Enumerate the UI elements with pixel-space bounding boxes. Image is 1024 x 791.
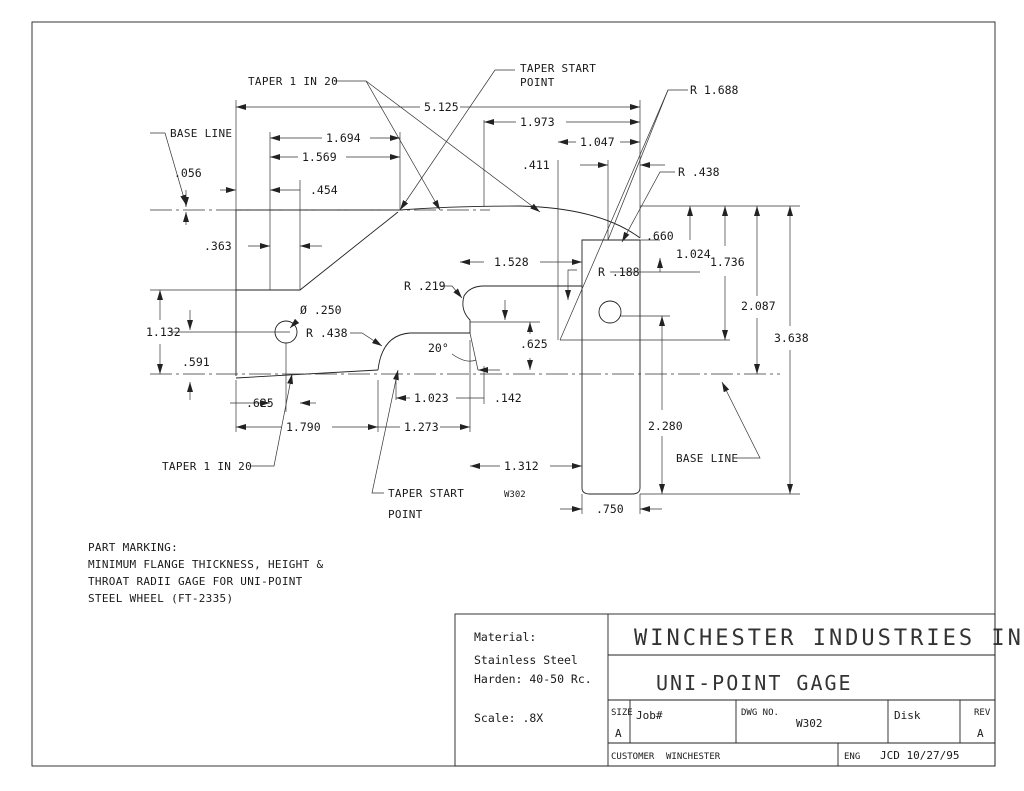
part-marking-line3: STEEL WHEEL (FT-2335) — [88, 592, 233, 605]
angle-20: 20° — [428, 341, 449, 355]
dim-363: .363 — [204, 239, 232, 253]
diameter-250: Ø .250 — [300, 303, 342, 317]
dim-1023: 1.023 — [414, 391, 449, 405]
size-value: A — [615, 727, 622, 740]
dim-411: .411 — [522, 158, 550, 172]
dwg-label: DWG NO. — [741, 708, 779, 718]
dim-056: .056 — [174, 166, 202, 180]
material-label: Material: — [474, 630, 536, 644]
customer-label: CUSTOMER — [611, 752, 655, 762]
dim-625-throat: .625 — [520, 337, 548, 351]
dimension-labels: 5.125 1.973 1.694 1.569 1.047 .411 .056 … — [146, 83, 809, 516]
dim-2280: 2.280 — [648, 419, 683, 433]
dim-625-left: .625 — [246, 396, 274, 410]
dim-1047: 1.047 — [580, 135, 615, 149]
size-label: SIZE — [611, 708, 633, 718]
dim-1790: 1.790 — [286, 420, 321, 434]
taper-start-top-line1: TAPER START — [520, 62, 596, 75]
dim-454: .454 — [310, 183, 338, 197]
dim-5125: 5.125 — [424, 100, 459, 114]
rev-value: A — [977, 727, 984, 740]
part-marking-line1: MINIMUM FLANGE THICKNESS, HEIGHT & — [88, 558, 323, 571]
customer-value: WINCHESTER — [666, 752, 721, 762]
part-outline — [235, 205, 641, 495]
taper-callout-top: TAPER 1 IN 20 — [248, 75, 338, 88]
dim-1736: 1.736 — [710, 255, 745, 269]
radius-438-left: R .438 — [306, 326, 348, 340]
disk-label: Disk — [894, 709, 921, 722]
center-lines — [150, 209, 780, 375]
dim-591: .591 — [182, 355, 210, 369]
dim-3638: 3.638 — [774, 331, 809, 345]
material-value: Stainless Steel — [474, 653, 578, 667]
dim-1569: 1.569 — [302, 150, 337, 164]
callout-notes: TAPER 1 IN 20 TAPER START POINT BASE LIN… — [162, 62, 738, 521]
radius-219: R .219 — [404, 279, 446, 293]
part-marking-line2: THROAT RADII GAGE FOR UNI-POINT — [88, 575, 303, 588]
dim-1694: 1.694 — [326, 131, 361, 145]
part-name: UNI-POINT GAGE — [656, 671, 853, 695]
base-line-top: BASE LINE — [170, 127, 232, 140]
eng-value: JCD 10/27/95 — [880, 749, 959, 762]
dim-142: .142 — [494, 391, 522, 405]
radius-188: R .188 — [598, 265, 640, 279]
base-line-bottom: BASE LINE — [676, 452, 738, 465]
dim-660: .660 — [646, 229, 674, 243]
taper-start-bottom-line2: POINT — [388, 508, 423, 521]
title-block: Material: Stainless Steel Harden: 40-50 … — [454, 613, 1024, 767]
taper-callout-bottom: TAPER 1 IN 20 — [162, 460, 252, 473]
dwg-value: W302 — [796, 717, 823, 730]
part-marking-heading: PART MARKING: — [88, 541, 178, 554]
taper-start-bottom-line1: TAPER START — [388, 487, 464, 500]
radius-1688: R 1.688 — [690, 83, 739, 97]
dim-1024: 1.024 — [676, 247, 711, 261]
job-label: Job# — [636, 709, 663, 722]
company-name: WINCHESTER INDUSTRIES INC. — [634, 626, 1024, 651]
dimension-lines — [150, 69, 800, 514]
eng-label: ENG — [844, 752, 860, 762]
part-marking-note: PART MARKING: MINIMUM FLANGE THICKNESS, … — [88, 541, 323, 605]
taper-start-top-line2: POINT — [520, 76, 555, 89]
scale-value: Scale: .8X — [474, 711, 543, 725]
radius-438-top: R .438 — [678, 165, 720, 179]
dim-1132: 1.132 — [146, 325, 181, 339]
dim-1312: 1.312 — [504, 459, 539, 473]
dim-1273: 1.273 — [404, 420, 439, 434]
dim-750: .750 — [596, 502, 624, 516]
rev-label: REV — [974, 708, 991, 718]
dim-1973: 1.973 — [520, 115, 555, 129]
hardness-value: Harden: 40-50 Rc. — [474, 672, 592, 686]
part-id-label: W302 — [504, 490, 526, 500]
dim-2087: 2.087 — [741, 299, 776, 313]
dim-1528: 1.528 — [494, 255, 529, 269]
